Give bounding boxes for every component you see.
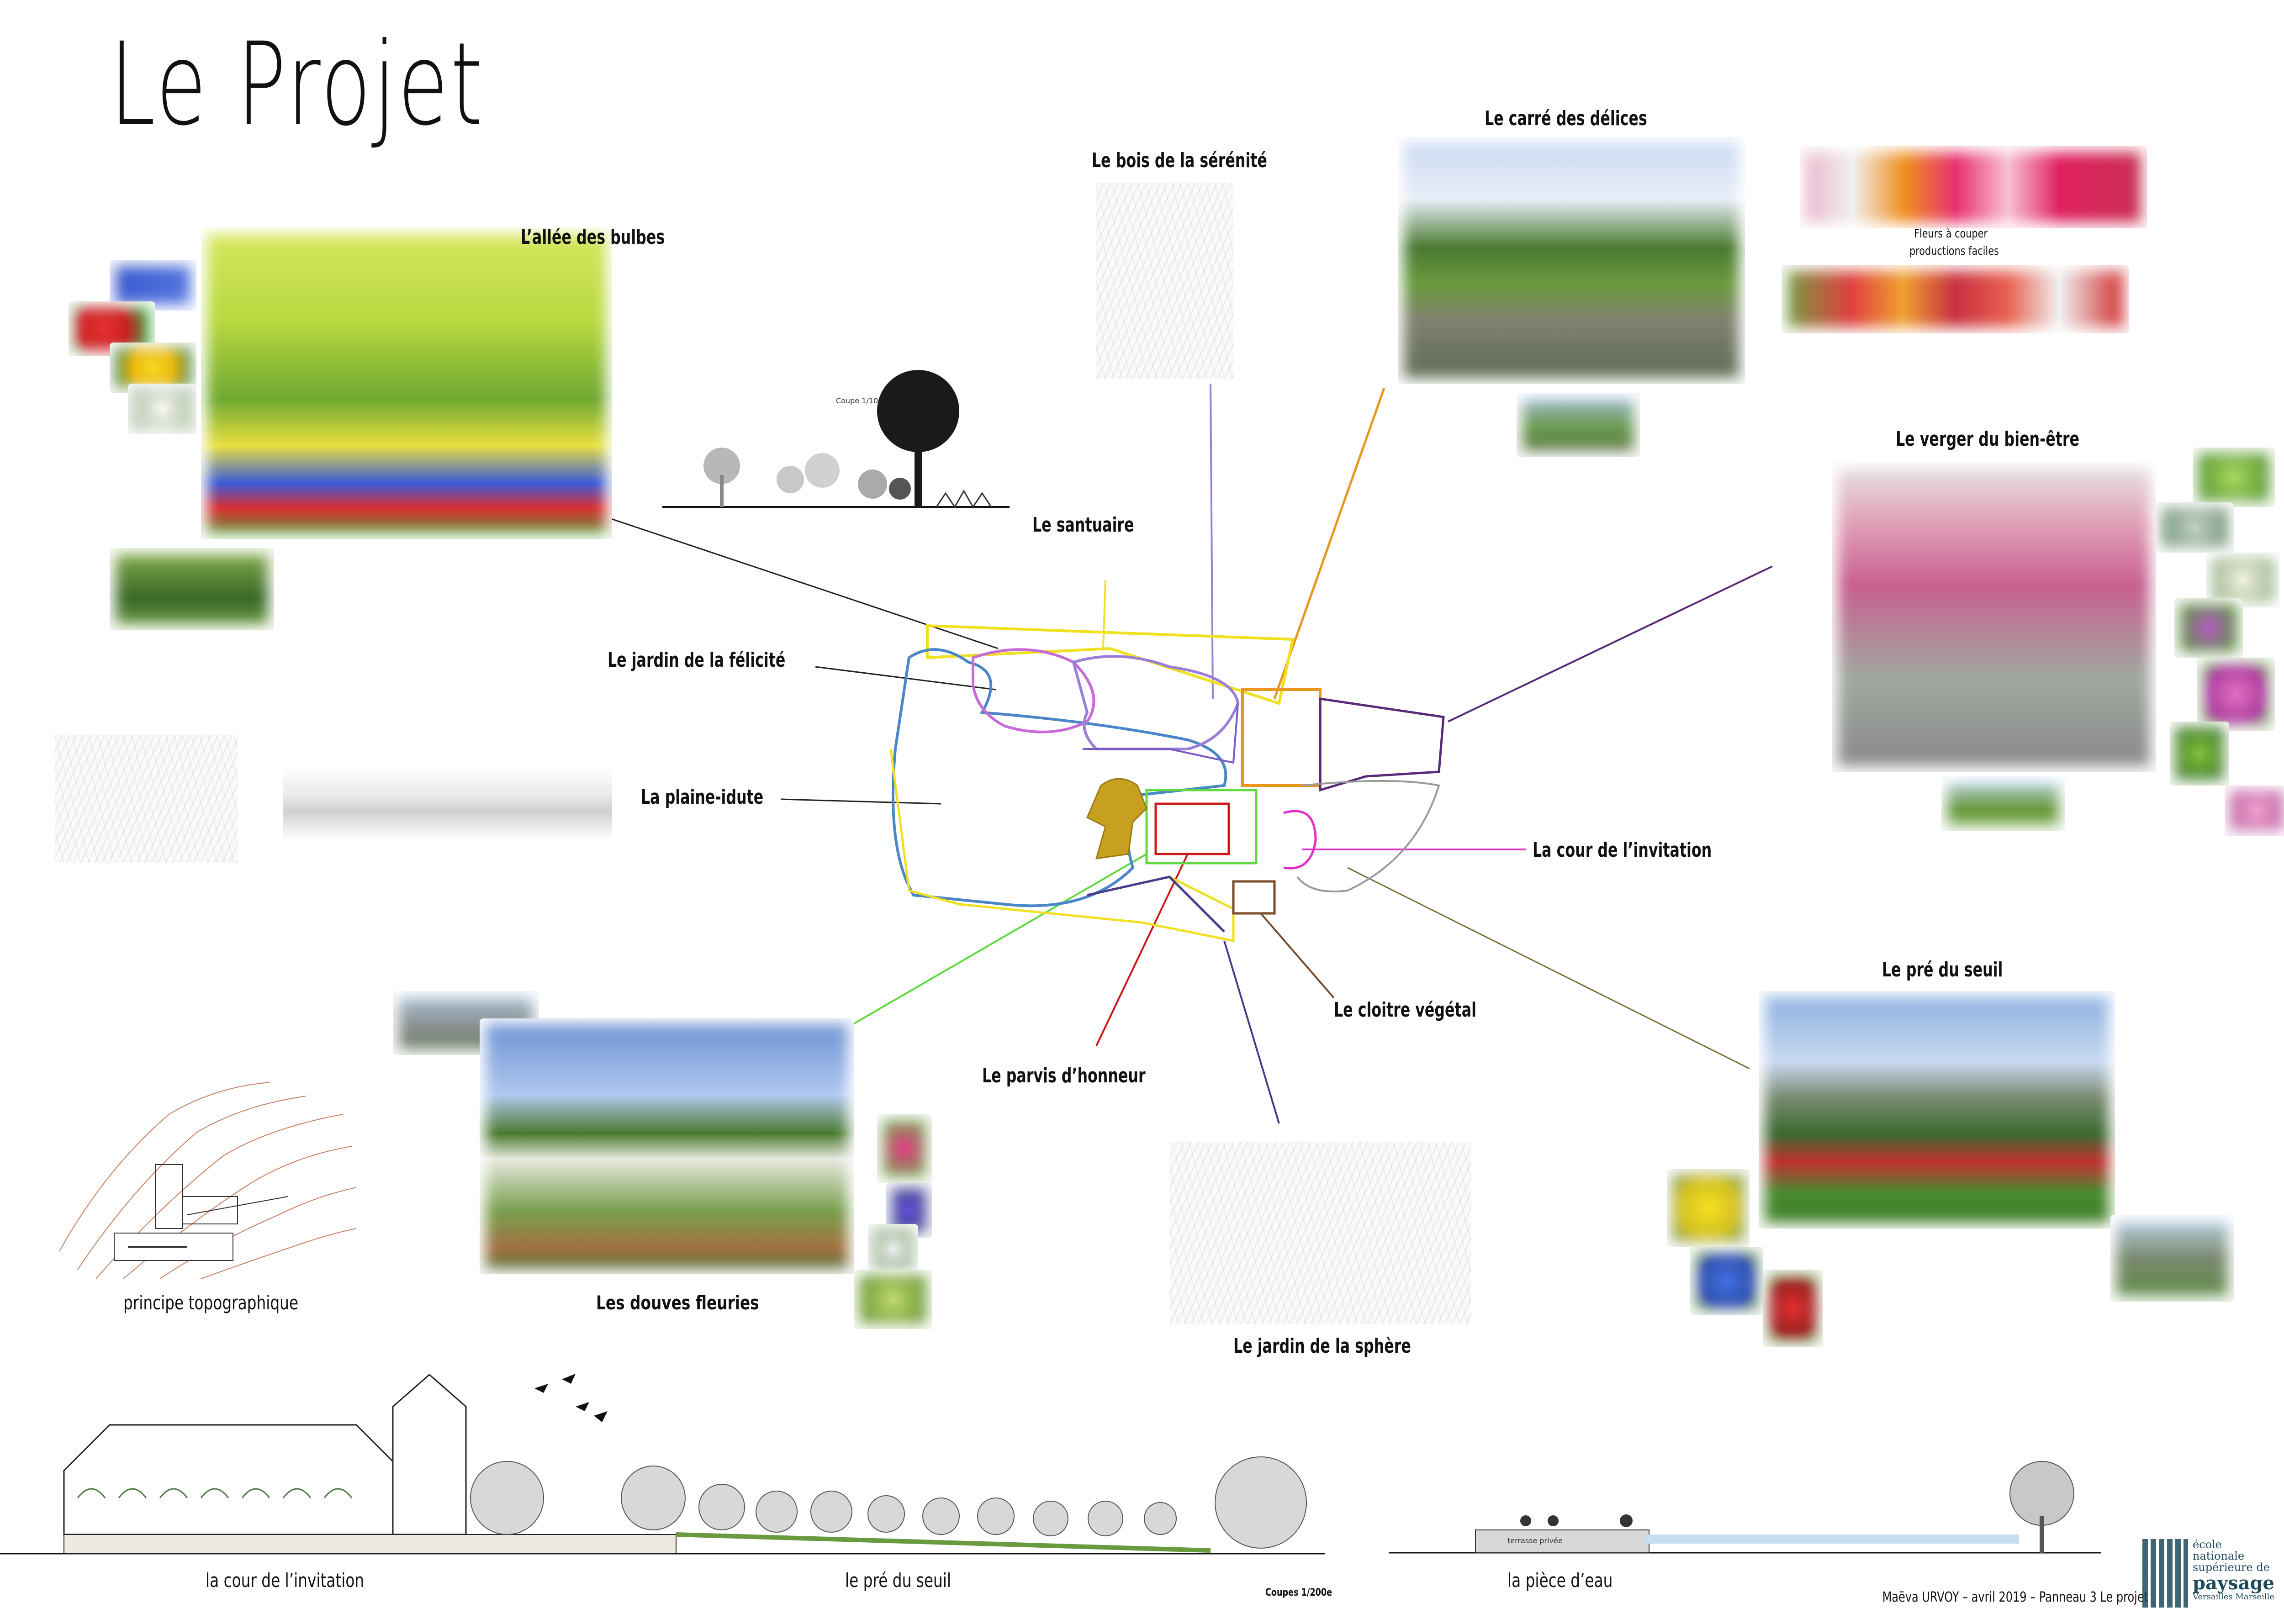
plan-cloitre-outline: [1232, 880, 1276, 915]
ensp-logo-text: école nationale supérieure de paysage Ve…: [2193, 1538, 2275, 1602]
verger-plant-photo-1: [2193, 448, 2275, 507]
connector-sphere: [1223, 940, 1280, 1124]
label-allee-bulbes: L’allée des bulbes: [521, 226, 665, 249]
label-verger-bien-etre: Le verger du bien-être: [1896, 427, 2080, 451]
label-jardin-sphere: Le jardin de la sphère: [1233, 1334, 1411, 1358]
verger-plant-photo-2: [2156, 502, 2234, 553]
connector-cloitre: [1260, 912, 1335, 999]
fleurs-photos-row-1: [1800, 146, 2147, 228]
verger-plant-photo-6: [2170, 722, 2229, 786]
label-santuaire: Le santuaire: [1032, 513, 1134, 537]
section-caption-cour: la cour de l’invitation: [206, 1569, 365, 1592]
plan-santuaire-outline: [926, 624, 1295, 705]
pre-chateau-photo: [2110, 1215, 2234, 1302]
label-principe-topographique: principe topographique: [123, 1292, 299, 1314]
verger-plant-photo-4: [2174, 598, 2243, 658]
label-pre-seuil: Le pré du seuil: [1882, 958, 2003, 981]
label-jardin-felicite: Le jardin de la félicité: [608, 649, 786, 672]
pre-plant-photo-2: [1690, 1247, 1763, 1315]
verger-plant-photo-5: [2197, 658, 2275, 731]
bulbs-flower-photo-4: [128, 384, 196, 434]
plan-pre-outline: [1296, 780, 1440, 892]
connector-allee: [603, 515, 999, 649]
bois-serenite-sketch: [1096, 183, 1233, 379]
label-parvis-honneur: Le parvis d’honneur: [982, 1064, 1146, 1087]
plan-parvis-outline: [1154, 802, 1230, 855]
plan-verger-outline: [1319, 697, 1445, 792]
section-caption-piece-eau: la pièce d’eau: [1507, 1569, 1613, 1592]
connector-santuaire: [1102, 580, 1106, 649]
fleurs-photos-row-2: [1782, 265, 2129, 333]
allee-forest-photo: [110, 548, 274, 630]
jardin-sphere-sketch: [1169, 1142, 1471, 1324]
pre-plant-photo-1: [1667, 1169, 1750, 1247]
label-cour-invitation: La cour de l’invitation: [1533, 838, 1712, 862]
ensp-logo-mark: [2142, 1539, 2188, 1608]
label-cloitre-vegetal: Le cloitre végétal: [1334, 998, 1476, 1022]
label-douves-fleuries: Les douves fleuries: [596, 1292, 759, 1314]
connector-bois: [1210, 383, 1214, 699]
elevation-section-main: [0, 1374, 1325, 1555]
section-caption-pre: le pré du seuil: [845, 1569, 951, 1592]
pre-seuil-illustration: [1759, 991, 2115, 1229]
fleurs-note-line1: Fleurs à couper: [1914, 227, 1988, 241]
plaine-sketch-pond: [283, 767, 612, 840]
plan-chateau-fill: [1086, 778, 1147, 859]
footer-credit: Maëva URVOY – avril 2019 – Panneau 3 Le …: [1882, 1589, 2148, 1605]
douves-plant-photo-1: [877, 1114, 932, 1183]
section-scale: Coupes 1/200e: [1265, 1587, 1332, 1598]
plan-cour-outline: [1283, 810, 1317, 870]
connector-plaine: [781, 798, 941, 805]
santuaire-section-drawing: [662, 370, 1010, 508]
connector-parvis: [1095, 854, 1189, 1046]
plan-purple-path: [1083, 703, 1239, 764]
connector-verger: [1448, 565, 1773, 722]
verger-illustration: [1832, 461, 2156, 772]
douves-fleuries-illustration: [480, 1018, 854, 1274]
plan-carre-outline: [1241, 688, 1322, 787]
fleurs-note-line2: productions faciles: [1909, 244, 1999, 258]
pre-plant-photo-3: [1763, 1270, 1823, 1347]
ensp-logo: école nationale supérieure de paysage Ve…: [2142, 1539, 2279, 1617]
coupe-small-label: Coupe 1/100e: [836, 396, 888, 405]
topography-map: [59, 1082, 357, 1279]
plan-sphere-outline: [1087, 875, 1225, 933]
elevation-section-piece-eau: [1389, 1461, 2101, 1554]
label-carre-delices: Le carré des délices: [1485, 107, 1647, 130]
terrasse-label: terrasse privée: [1507, 1536, 1563, 1545]
plan-plaine-outline: [892, 648, 1227, 907]
connector-douves: [830, 853, 1147, 1038]
douves-plant-photo-4: [854, 1270, 932, 1329]
label-plaine-idute: La plaine-idute: [641, 786, 764, 809]
plan-felicite-outline: [972, 648, 1095, 733]
connector-pre: [1347, 867, 1750, 1070]
page-title: Le Projet: [110, 18, 485, 151]
allee-bulbes-illustration: [201, 228, 612, 539]
verger-field-photo: [1941, 776, 2065, 831]
douves-plant-photo-3: [868, 1224, 918, 1274]
plan-bois-outline: [1072, 655, 1240, 750]
plan-outer-outline: [889, 749, 1235, 943]
plan-douves-outline: [1145, 789, 1258, 865]
verger-plant-photo-7: [2225, 786, 2284, 836]
connector-carre: [1273, 388, 1385, 699]
carre-delices-illustration: [1398, 137, 1745, 384]
label-bois-serenite: Le bois de la sérénité: [1092, 149, 1267, 172]
carre-delices-photo: [1517, 393, 1640, 457]
plaine-sketch-deck: [55, 735, 238, 863]
